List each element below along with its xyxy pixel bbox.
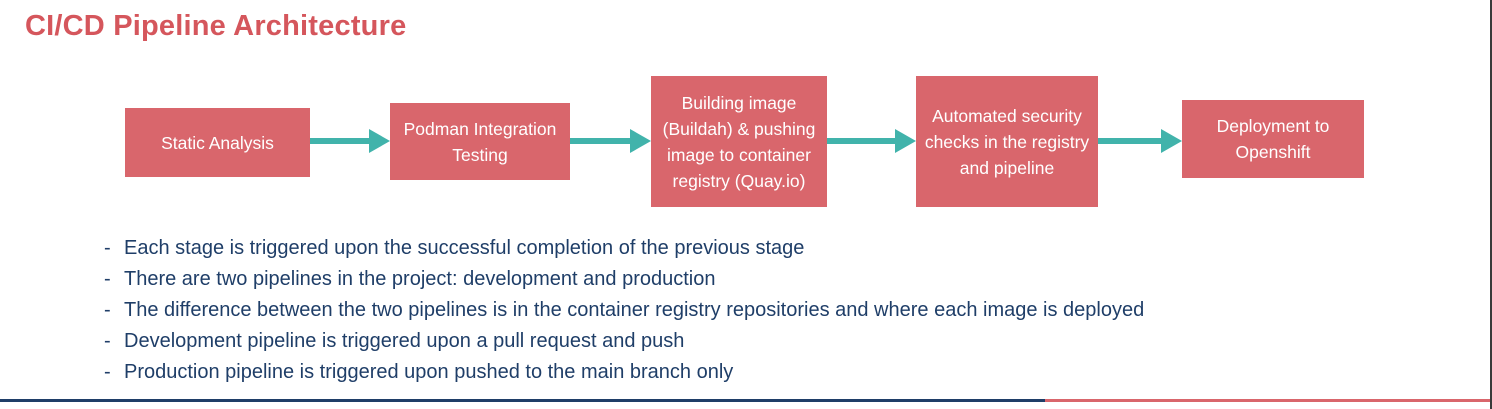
- slide-right-border: [1490, 0, 1492, 409]
- note-text: Each stage is triggered upon the success…: [124, 237, 805, 259]
- note-bullet-dash: -: [104, 330, 111, 352]
- stage-label: Podman Integration Testing: [403, 118, 557, 165]
- page-title: CI/CD Pipeline Architecture: [25, 10, 407, 42]
- note-item: - There are two pipelines in the project…: [104, 264, 1144, 295]
- arrow-shaft: [1098, 138, 1161, 144]
- note-item: - Each stage is triggered upon the succe…: [104, 233, 1144, 264]
- arrow-shaft: [827, 138, 895, 144]
- arrow-shaft: [310, 138, 369, 144]
- arrow-head: [369, 129, 390, 153]
- arrow-right-icon: [827, 129, 916, 153]
- bottom-accent-navy: [0, 399, 1045, 402]
- note-bullet-dash: -: [104, 268, 111, 290]
- note-item: - The difference between the two pipelin…: [104, 295, 1144, 326]
- arrow-head: [1161, 129, 1182, 153]
- note-text: Production pipeline is triggered upon pu…: [124, 361, 734, 383]
- stage-label: Static Analysis: [161, 132, 274, 153]
- note-bullet-dash: -: [104, 361, 111, 383]
- arrow-right-icon: [1098, 129, 1182, 153]
- arrow-head: [895, 129, 916, 153]
- note-text: Development pipeline is triggered upon a…: [124, 330, 685, 352]
- notes-list: - Each stage is triggered upon the succe…: [104, 233, 1144, 388]
- pipeline-stage-security-checks: Automated security checks in the registr…: [916, 76, 1098, 207]
- arrow-right-icon: [570, 129, 651, 153]
- pipeline-stage-build-push-image: Building image (Buildah) & pushing image…: [651, 76, 827, 207]
- pipeline-stage-static-analysis: Static Analysis: [125, 108, 310, 177]
- pipeline-stage-deploy-openshift: Deployment to Openshift: [1182, 100, 1364, 178]
- note-text: There are two pipelines in the project: …: [124, 268, 716, 290]
- note-bullet-dash: -: [104, 299, 111, 321]
- bottom-accent-coral: [1045, 399, 1492, 402]
- stage-label: Building image (Buildah) & pushing image…: [662, 92, 816, 191]
- stage-label: Automated security checks in the registr…: [924, 105, 1090, 178]
- note-item: - Development pipeline is triggered upon…: [104, 326, 1144, 357]
- pipeline-stage-podman-testing: Podman Integration Testing: [390, 103, 570, 180]
- arrow-head: [630, 129, 651, 153]
- note-text: The difference between the two pipelines…: [124, 299, 1145, 321]
- arrow-shaft: [570, 138, 630, 144]
- note-item: - Production pipeline is triggered upon …: [104, 357, 1144, 388]
- arrow-right-icon: [310, 129, 390, 153]
- stage-label: Deployment to Openshift: [1216, 116, 1330, 162]
- note-bullet-dash: -: [104, 237, 111, 259]
